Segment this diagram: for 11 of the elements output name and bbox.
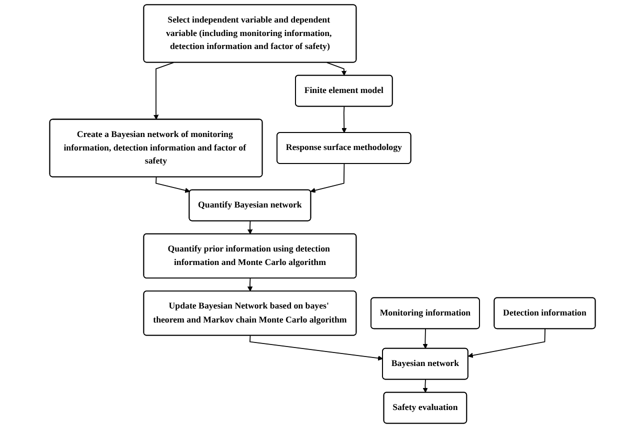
arrow (246, 278, 252, 292)
arrow (246, 220, 252, 234)
arrow (326, 62, 346, 76)
arrow (248, 335, 383, 361)
arrow (422, 379, 428, 393)
arrow (155, 176, 190, 193)
arrow (341, 106, 346, 134)
arrow (422, 328, 428, 349)
arrow (152, 62, 174, 120)
arrow (467, 328, 545, 358)
arrow (310, 163, 344, 193)
